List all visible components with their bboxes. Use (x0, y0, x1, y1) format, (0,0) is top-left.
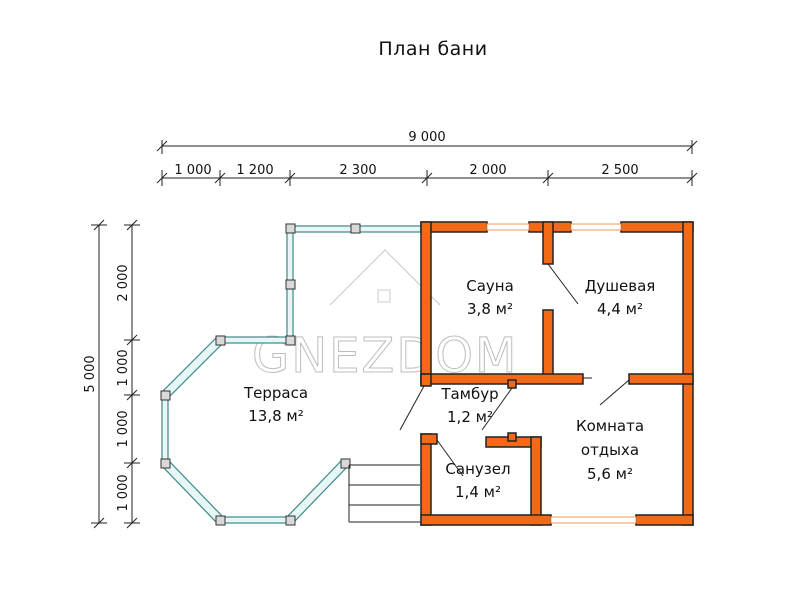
dimension-left-3: 1 000 (116, 410, 131, 447)
room-sauna-name: Сауна (466, 277, 514, 295)
dimension-left-2: 1 000 (116, 349, 131, 386)
post (285, 279, 296, 290)
post (340, 458, 351, 469)
window-sauna (486, 223, 530, 231)
room-shower-area: 4,4 м² (597, 300, 643, 318)
room-terrace-area: 13,8 м² (248, 407, 304, 425)
post (160, 458, 171, 469)
post (160, 390, 171, 401)
plan-title: План бани (378, 38, 487, 60)
room-vestibule-area: 1,2 м² (447, 408, 493, 426)
dimension-segment-2: 1 200 (236, 163, 273, 178)
room-sauna: Сауна 3,8 м² (466, 277, 514, 318)
dimension-left-4: 1 000 (116, 474, 131, 511)
room-rest-area: 5,6 м² (587, 465, 633, 483)
room-rest-name: Комната (576, 417, 644, 435)
dimension-segment-4: 2 000 (469, 163, 506, 178)
post (285, 335, 296, 346)
dimension-segment-5: 2 500 (601, 163, 638, 178)
left-dimension-total: 5 000 (83, 219, 107, 529)
doors (399, 263, 630, 477)
room-shower-name: Душевая (585, 277, 656, 295)
room-shower: Душевая 4,4 м² (585, 277, 656, 318)
room-rest-name2: отдыха (581, 441, 639, 459)
dimension-segment-1: 1 000 (174, 163, 211, 178)
room-vestibule: Тамбур 1,2 м² (440, 385, 498, 426)
walls (420, 221, 694, 526)
window-shower (570, 223, 622, 231)
top-dimension-segments: 1 000 1 200 2 300 2 000 2 500 (156, 163, 698, 186)
left-dimension-segments: 2 000 1 000 1 000 1 000 (116, 219, 140, 529)
post (215, 515, 226, 526)
dimension-segment-3: 2 300 (339, 163, 376, 178)
post (215, 335, 226, 346)
room-bathroom: Санузел 1,4 м² (445, 460, 510, 501)
window-rest-room (550, 516, 637, 524)
terrace-posts (160, 223, 361, 526)
post (285, 223, 296, 234)
dimension-total-width: 9 000 (408, 130, 445, 145)
room-terrace-name: Терраса (243, 384, 308, 402)
room-terrace: Терраса 13,8 м² (243, 384, 308, 425)
room-bathroom-area: 1,4 м² (455, 483, 501, 501)
top-dimension-total: 9 000 (156, 130, 698, 154)
dimension-left-1: 2 000 (116, 264, 131, 301)
post (285, 515, 296, 526)
room-sauna-area: 3,8 м² (467, 300, 513, 318)
dimension-total-height: 5 000 (83, 355, 98, 392)
room-vestibule-name: Тамбур (440, 385, 498, 403)
entrance-steps (348, 464, 420, 523)
room-rest: Комната отдыха 5,6 м² (576, 417, 644, 483)
windows (486, 223, 637, 524)
room-bathroom-name: Санузел (445, 460, 510, 478)
post (350, 223, 361, 234)
